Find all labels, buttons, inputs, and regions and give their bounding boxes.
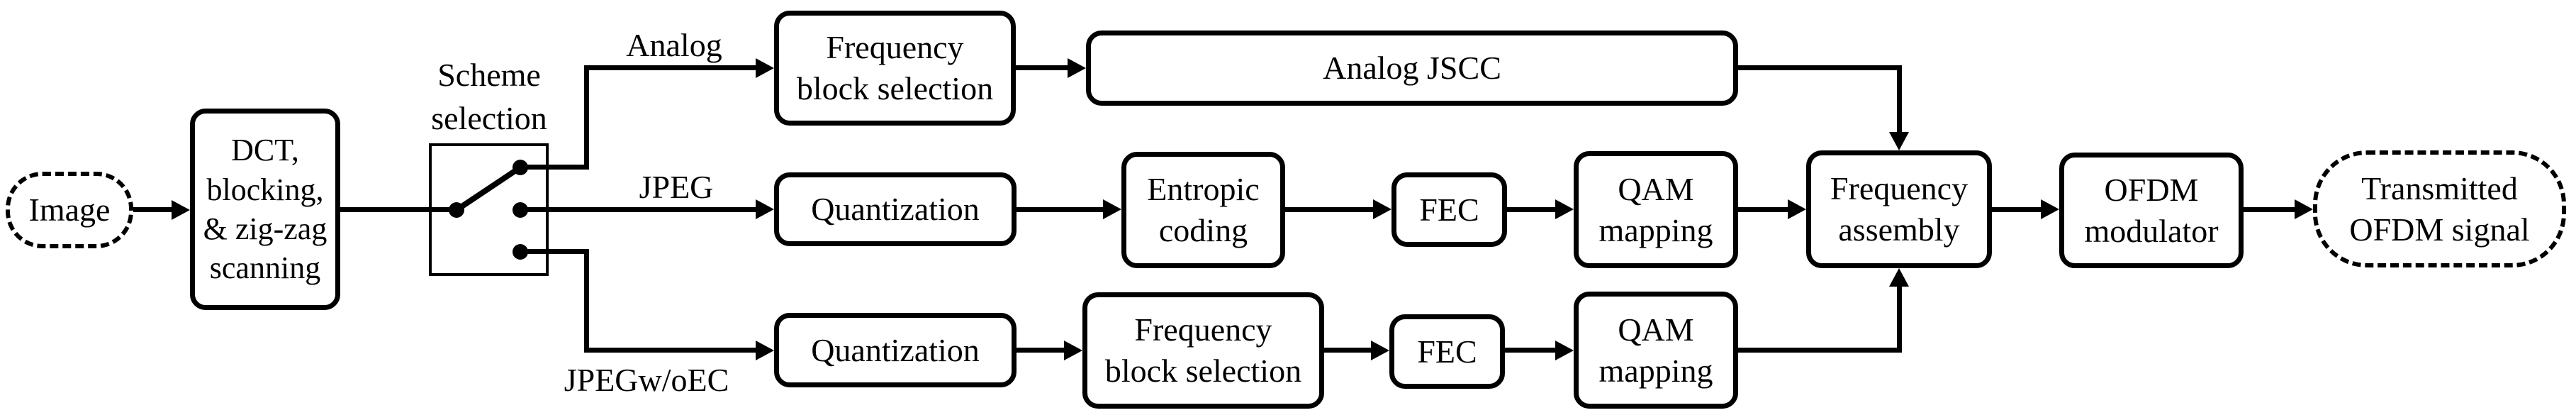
arrowhead-fec-to-qam bbox=[1555, 199, 1574, 219]
branch-label-jpegwoec: JPEGw/oEC bbox=[564, 362, 729, 398]
branch-label-jpeg: JPEG bbox=[639, 169, 714, 205]
arrowhead-quantization-to-entropic bbox=[1103, 199, 1121, 219]
edge-dct-to-switch bbox=[338, 207, 461, 212]
node-fec-jpegwoec: FEC bbox=[1389, 314, 1505, 389]
node-analog-jscc: Analog JSCC bbox=[1086, 31, 1738, 106]
edge-fec-to-qam-bottom bbox=[1503, 348, 1558, 353]
arrowhead-jscc-to-assembly bbox=[1889, 132, 1909, 150]
edge-fbs-to-fec-bottom bbox=[1322, 348, 1374, 353]
node-entropic-coding: Entropic coding bbox=[1121, 152, 1285, 268]
edge-image-to-dct bbox=[130, 207, 174, 212]
arrowhead-quantization-to-fbs-bottom bbox=[1064, 341, 1082, 360]
arrowhead-fbs-to-fec-bottom bbox=[1371, 341, 1389, 360]
edge-jpeg-to-quantization bbox=[520, 207, 758, 212]
edge-fec-to-qam bbox=[1505, 207, 1558, 212]
node-fec-jpeg: FEC bbox=[1391, 172, 1507, 247]
edge-ofdm-to-transmitted bbox=[2241, 207, 2297, 212]
edge-jpegwoec-branch-horizontal-1 bbox=[520, 249, 589, 254]
arrowhead-analog-to-fbs bbox=[756, 58, 774, 78]
node-frequency-assembly: Frequency assembly bbox=[1806, 150, 1992, 268]
switch-input-contact-dot bbox=[449, 202, 464, 218]
edge-qam-bottom-to-assembly-vertical bbox=[1897, 285, 1902, 353]
node-frequency-block-selection-jpegwoec: Frequency block selection bbox=[1082, 292, 1324, 409]
edge-jscc-to-assembly-horizontal bbox=[1736, 65, 1902, 70]
edge-jpegwoec-to-quantization bbox=[584, 348, 758, 353]
edge-fbs-to-jscc bbox=[1014, 65, 1070, 70]
edge-analog-branch-horizontal-1 bbox=[520, 165, 589, 170]
node-ofdm-modulator: OFDM modulator bbox=[2059, 153, 2244, 268]
edge-jpegwoec-branch-vertical bbox=[584, 249, 589, 353]
arrowhead-ofdm-to-transmitted bbox=[2295, 199, 2313, 219]
arrowhead-assembly-to-ofdm bbox=[2041, 199, 2059, 219]
node-frequency-block-selection-analog: Frequency block selection bbox=[774, 11, 1016, 126]
arrowhead-qam-bottom-to-assembly bbox=[1889, 268, 1909, 287]
arrowhead-fbs-to-jscc bbox=[1068, 58, 1086, 78]
scheme-selection-label: Scheme selection bbox=[431, 57, 547, 136]
node-dct-blocking-zigzag: DCT, blocking, & zig-zag scanning bbox=[190, 109, 340, 310]
node-quantization-jpeg: Quantization bbox=[774, 172, 1017, 246]
arrowhead-qam-to-assembly bbox=[1788, 199, 1806, 219]
arrowhead-jpegwoec-to-quantization bbox=[756, 341, 774, 360]
edge-qam-to-assembly bbox=[1736, 207, 1791, 212]
edge-analog-branch-vertical bbox=[584, 65, 589, 170]
edge-entropic-to-fec bbox=[1283, 207, 1376, 212]
edge-jscc-to-assembly-vertical bbox=[1897, 65, 1902, 133]
edge-analog-branch-horizontal-2 bbox=[584, 65, 758, 70]
edge-quantization-to-entropic bbox=[1014, 207, 1106, 212]
node-qam-mapping-jpeg: QAM mapping bbox=[1574, 151, 1738, 268]
edge-quantization-to-fbs-bottom bbox=[1014, 348, 1067, 353]
arrowhead-entropic-to-fec bbox=[1373, 199, 1391, 219]
node-image: Image bbox=[6, 172, 133, 248]
arrowhead-image-to-dct bbox=[172, 200, 190, 220]
edge-qam-bottom-to-assembly-horizontal bbox=[1736, 348, 1902, 353]
node-transmitted-ofdm-signal: Transmitted OFDM signal bbox=[2313, 150, 2566, 267]
node-quantization-jpegwoec: Quantization bbox=[774, 313, 1017, 387]
node-qam-mapping-jpegwoec: QAM mapping bbox=[1574, 292, 1738, 409]
arrowhead-fec-to-qam-bottom bbox=[1555, 341, 1574, 360]
branch-label-analog: Analog bbox=[626, 27, 722, 63]
arrowhead-jpeg-to-quantization bbox=[756, 199, 774, 219]
edge-assembly-to-ofdm bbox=[1990, 207, 2044, 212]
